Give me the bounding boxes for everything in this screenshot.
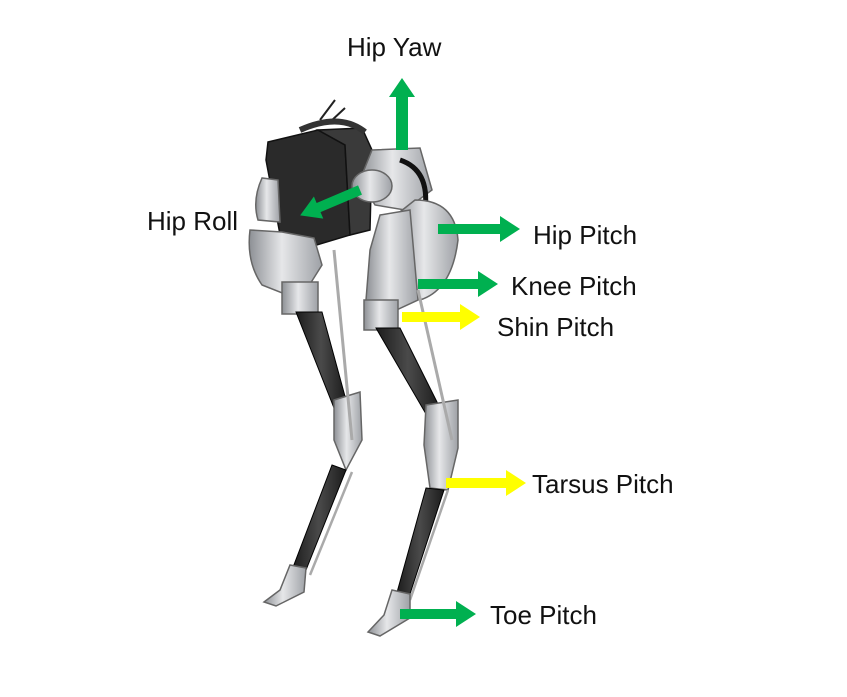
left-leg bbox=[248, 177, 363, 607]
hip-roll-motor bbox=[351, 169, 393, 203]
right-thigh bbox=[365, 209, 419, 313]
knee-pitch-label: Knee Pitch bbox=[511, 271, 637, 301]
tarsus-pitch-arrow bbox=[446, 470, 526, 496]
right-foot bbox=[366, 589, 411, 637]
hip-yaw-label: Hip Yaw bbox=[347, 32, 442, 62]
left-shin-joint bbox=[333, 390, 363, 472]
hip-roll-label: Hip Roll bbox=[147, 206, 239, 236]
toe-pitch-arrow bbox=[400, 601, 476, 627]
right-knee-block bbox=[363, 299, 399, 331]
joint-arrows bbox=[300, 78, 526, 627]
toe-pitch-label: Toe Pitch bbox=[490, 600, 597, 630]
left-foot bbox=[262, 564, 307, 607]
left-knee-block bbox=[281, 281, 319, 315]
tarsus-pitch-label: Tarsus Pitch bbox=[532, 469, 674, 499]
left-shin bbox=[295, 311, 347, 409]
left-pushrod bbox=[332, 249, 354, 441]
right-shin-joint bbox=[423, 399, 459, 491]
left-toe-rod bbox=[308, 471, 354, 576]
hip-roll-arrow bbox=[300, 185, 362, 219]
right-leg bbox=[363, 199, 459, 637]
shin-pitch-label: Shin Pitch bbox=[497, 312, 615, 342]
shin-pitch-arrow bbox=[402, 304, 480, 330]
right-toe-rod bbox=[408, 489, 450, 601]
top-cable bbox=[298, 118, 367, 135]
left-tarsus bbox=[291, 464, 347, 576]
robot-body bbox=[248, 99, 459, 637]
hip-yaw-arrow bbox=[389, 78, 415, 150]
left-hip-motor bbox=[255, 177, 281, 223]
right-tarsus bbox=[395, 487, 445, 601]
hip-pitch-label: Hip Pitch bbox=[533, 220, 638, 250]
knee-pitch-arrow bbox=[418, 271, 498, 297]
hip-pitch-arrow bbox=[438, 216, 520, 242]
